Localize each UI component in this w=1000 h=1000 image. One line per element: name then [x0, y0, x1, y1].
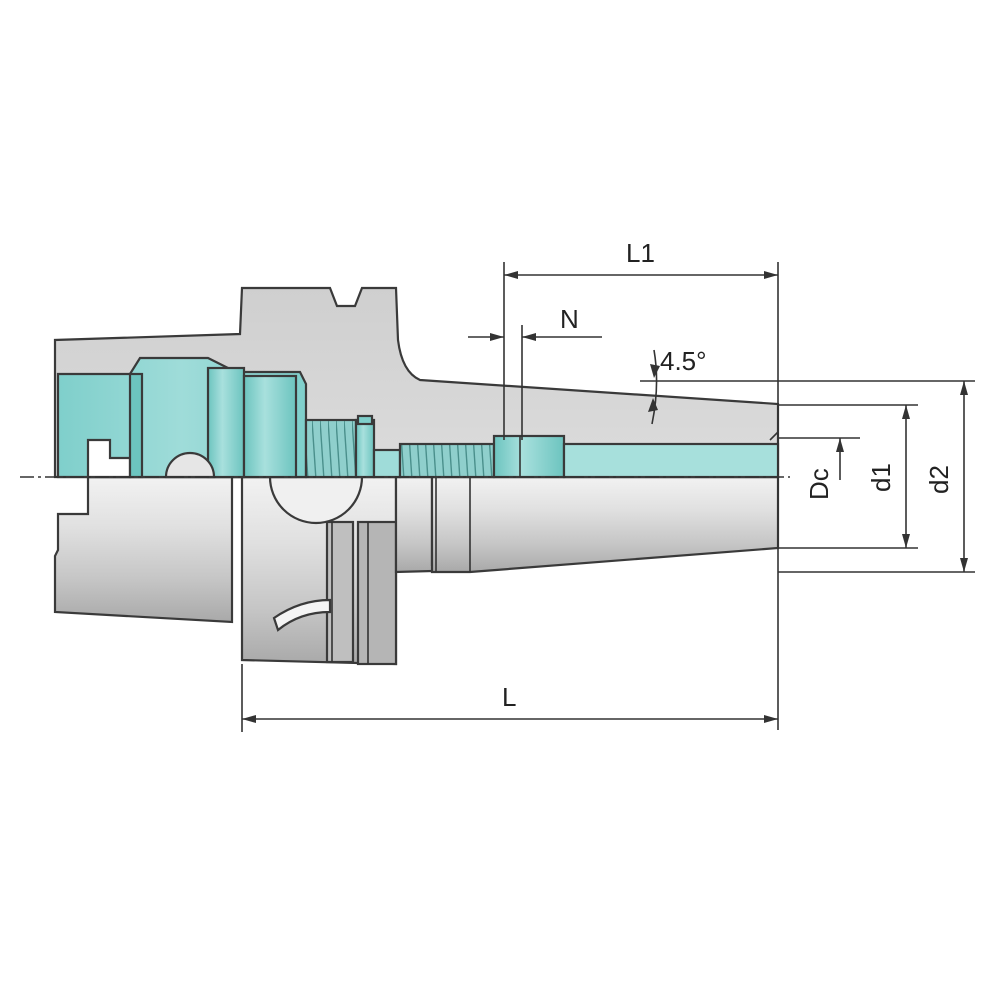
label-N: N	[560, 304, 579, 334]
dimension-d1: d1	[778, 404, 918, 549]
clamp-block-2	[206, 366, 246, 479]
keyway-slot	[272, 598, 332, 632]
drive-hole-upper	[164, 451, 216, 479]
drive-hole-lower	[268, 475, 364, 525]
dimension-angle: 4.5°	[640, 346, 975, 425]
label-L1: L1	[626, 238, 655, 268]
nut-cap	[356, 414, 374, 426]
thread-stud-large	[304, 418, 358, 479]
label-angle: 4.5°	[660, 346, 707, 376]
dimension-Dc: Dc	[778, 437, 860, 500]
flange-groove-2	[356, 520, 398, 666]
lower-exterior	[53, 475, 780, 666]
taper-lower	[430, 475, 780, 574]
shank-lower	[53, 475, 234, 624]
thread-stud-small	[372, 448, 402, 479]
label-L: L	[502, 682, 516, 712]
clamp-block-1	[128, 372, 144, 479]
flange-groove-1	[325, 520, 355, 664]
dimension-d2: d2	[778, 381, 975, 573]
label-d1: d1	[866, 463, 896, 492]
stop-screw	[492, 434, 566, 479]
bore	[562, 442, 780, 479]
locking-nut	[354, 418, 376, 479]
thread-stud-fine	[398, 442, 496, 479]
label-Dc: Dc	[804, 468, 834, 500]
dimension-L1: L1	[503, 238, 779, 730]
upper-section	[53, 286, 780, 479]
dimension-L: L	[241, 664, 778, 732]
clamp-block-3	[242, 374, 298, 479]
dimension-N: N	[468, 304, 602, 440]
label-d2: d2	[924, 465, 954, 494]
